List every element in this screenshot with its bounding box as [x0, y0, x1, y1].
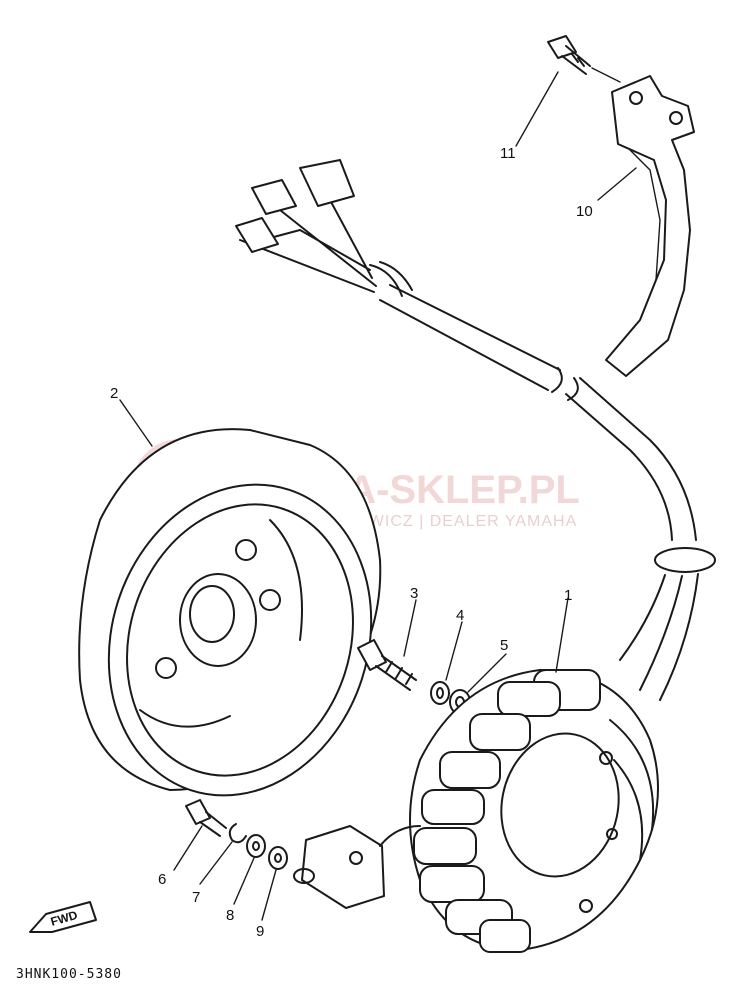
callout-11: 11 — [500, 145, 516, 162]
callout-3: 3 — [410, 585, 418, 602]
callout-5: 5 — [500, 637, 508, 654]
callout-7: 7 — [192, 889, 200, 906]
callouts: 2 3 4 5 1 6 7 8 9 10 11 — [110, 145, 593, 940]
part-7-lock-washer — [228, 823, 247, 844]
pickup-coil — [293, 825, 421, 909]
callout-8: 8 — [226, 907, 234, 924]
part-2-rotor — [78, 428, 382, 797]
callout-9: 9 — [256, 923, 264, 940]
part-1-stator — [409, 669, 659, 953]
part-10-bracket — [605, 75, 695, 377]
callout-1: 1 — [564, 587, 572, 604]
part-6-screw — [185, 799, 227, 837]
callout-4: 4 — [456, 607, 464, 624]
part-8-washer — [246, 834, 266, 858]
callout-6: 6 — [158, 871, 166, 888]
leader-lines — [119, 71, 637, 921]
wire-harness — [235, 159, 716, 701]
part-4-washer — [430, 681, 450, 705]
callout-2: 2 — [110, 385, 118, 402]
fwd-arrow: FWD — [29, 901, 97, 933]
callout-10: 10 — [576, 203, 593, 220]
drawing-code: 3HNK100-5380 — [16, 967, 122, 982]
part-3-bolt — [357, 639, 417, 691]
part-9-washer — [268, 846, 288, 870]
part-11-bolt — [547, 35, 621, 83]
